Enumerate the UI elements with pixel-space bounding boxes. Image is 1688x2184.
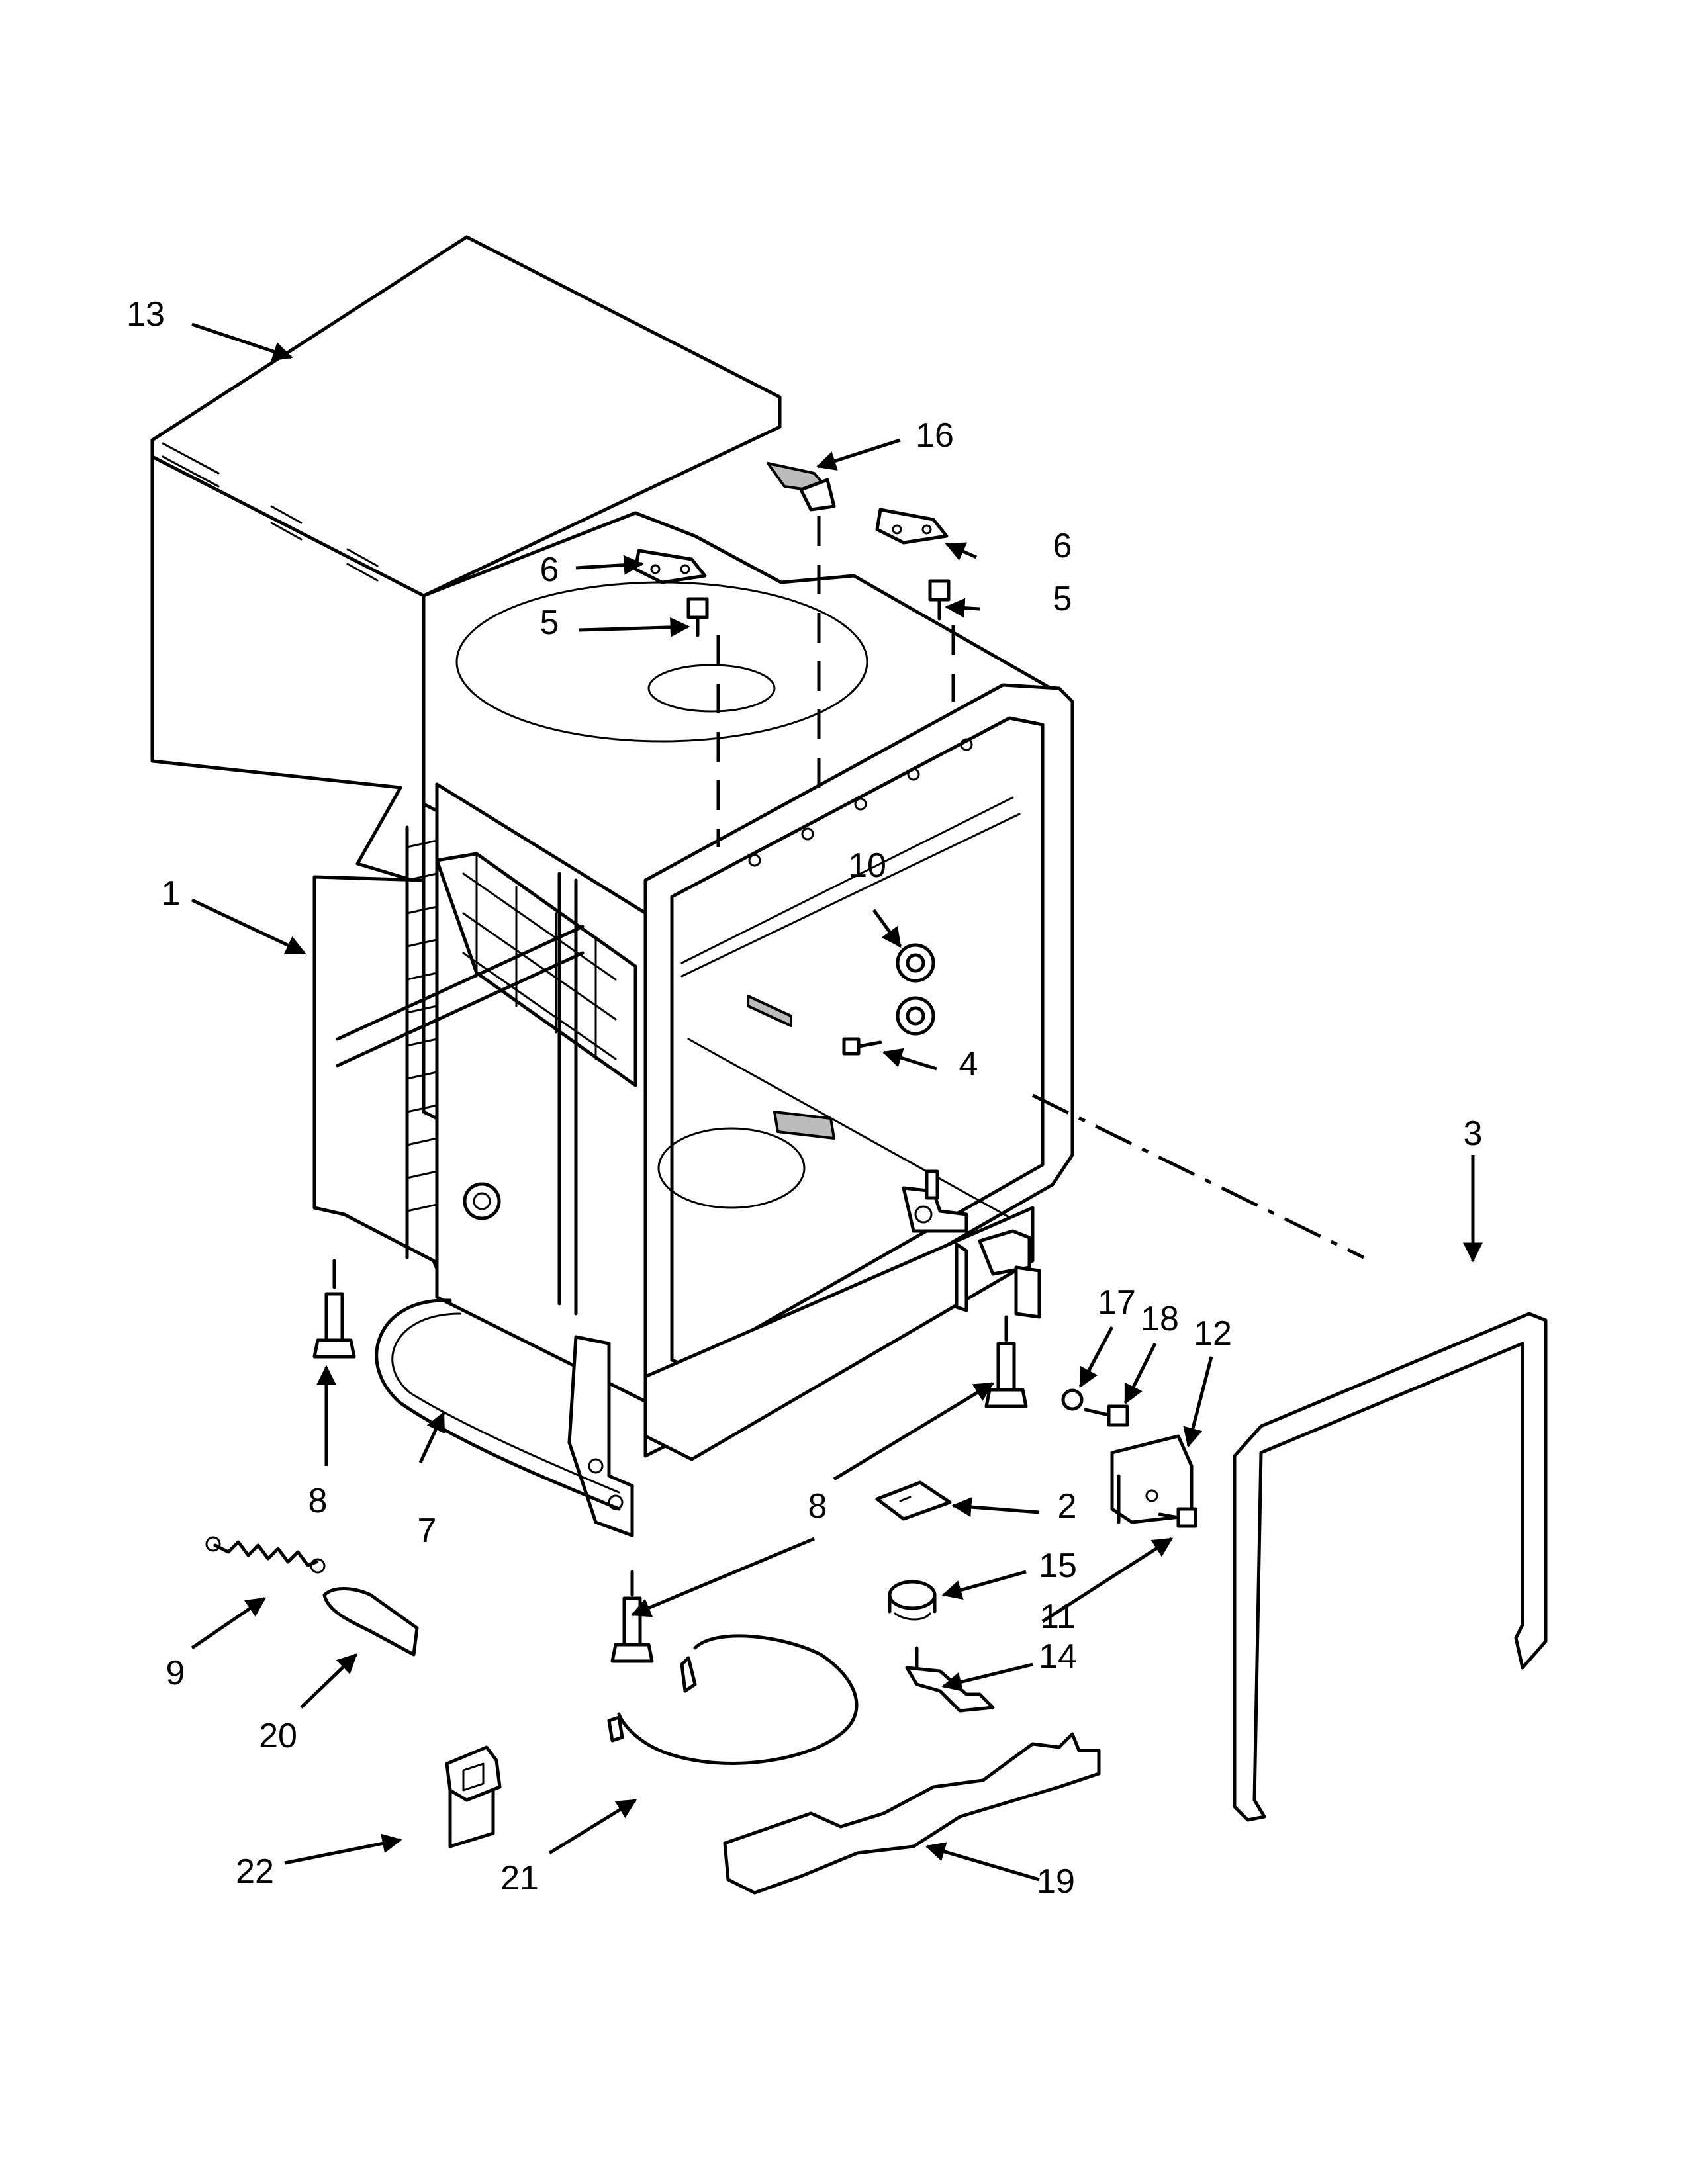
callout-15: 15	[1039, 1547, 1077, 1585]
door-gasket-part	[1233, 1312, 1548, 1822]
callout-3: 3	[1464, 1115, 1483, 1153]
clip-part	[767, 462, 836, 512]
thermostat-part	[888, 1580, 937, 1621]
tub-part	[312, 511, 1074, 1537]
callout-8: 8	[808, 1487, 827, 1525]
callout-9: 9	[166, 1654, 185, 1692]
bottom-panel-part	[723, 1732, 1101, 1895]
thermostat-bracket-part	[905, 1646, 995, 1713]
callout-7: 7	[418, 1512, 437, 1550]
drain-hose-part	[375, 1298, 621, 1511]
mounting-bracket-part	[445, 1745, 502, 1848]
pad-part	[875, 1480, 952, 1521]
callout-8: 8	[308, 1482, 328, 1520]
callout-13: 13	[126, 295, 165, 334]
callout-1: 1	[162, 874, 181, 913]
callout-19: 19	[1037, 1862, 1075, 1901]
callout-16: 16	[915, 416, 954, 455]
callout-2: 2	[1058, 1487, 1077, 1525]
callout-20: 20	[259, 1717, 297, 1755]
callout-11: 11	[1040, 1598, 1076, 1636]
callout-21: 21	[500, 1859, 539, 1897]
screw-part	[1084, 1404, 1129, 1427]
callout-10: 10	[848, 846, 886, 885]
callout-12: 12	[1194, 1314, 1232, 1353]
leader-lines	[191, 322, 1483, 1882]
callout-17: 17	[1098, 1283, 1136, 1322]
callout-22: 22	[236, 1852, 274, 1891]
roller-screw-part	[842, 1037, 882, 1056]
hinge-bracket-part	[633, 549, 707, 584]
leveling-leg-part	[610, 1570, 654, 1663]
callout-5: 5	[540, 604, 559, 642]
callout-labels: 13 16 6 6 5 5 10 1 4 3 17 18 12 8 7 8 2 …	[126, 295, 1482, 1901]
callout-5: 5	[1053, 580, 1072, 618]
callout-14: 14	[1039, 1637, 1077, 1676]
spring-part	[205, 1536, 326, 1574]
roller-part	[896, 943, 935, 1036]
screw-part	[1158, 1507, 1197, 1528]
leveling-leg-part	[312, 1259, 356, 1359]
hinge-screw-part	[928, 579, 951, 621]
callout-4: 4	[959, 1045, 978, 1083]
hinge-bracket-part	[875, 508, 949, 545]
callout-18: 18	[1141, 1300, 1179, 1338]
assembly-lines	[716, 516, 1365, 1259]
washer-part	[1061, 1388, 1084, 1411]
leveling-leg-part	[984, 1315, 1028, 1408]
hinge-screw-part	[686, 597, 709, 637]
wire-harness-part	[607, 1634, 859, 1765]
callout-6: 6	[1053, 527, 1072, 565]
foam-pad-part	[322, 1587, 419, 1657]
callout-6: 6	[540, 551, 559, 589]
